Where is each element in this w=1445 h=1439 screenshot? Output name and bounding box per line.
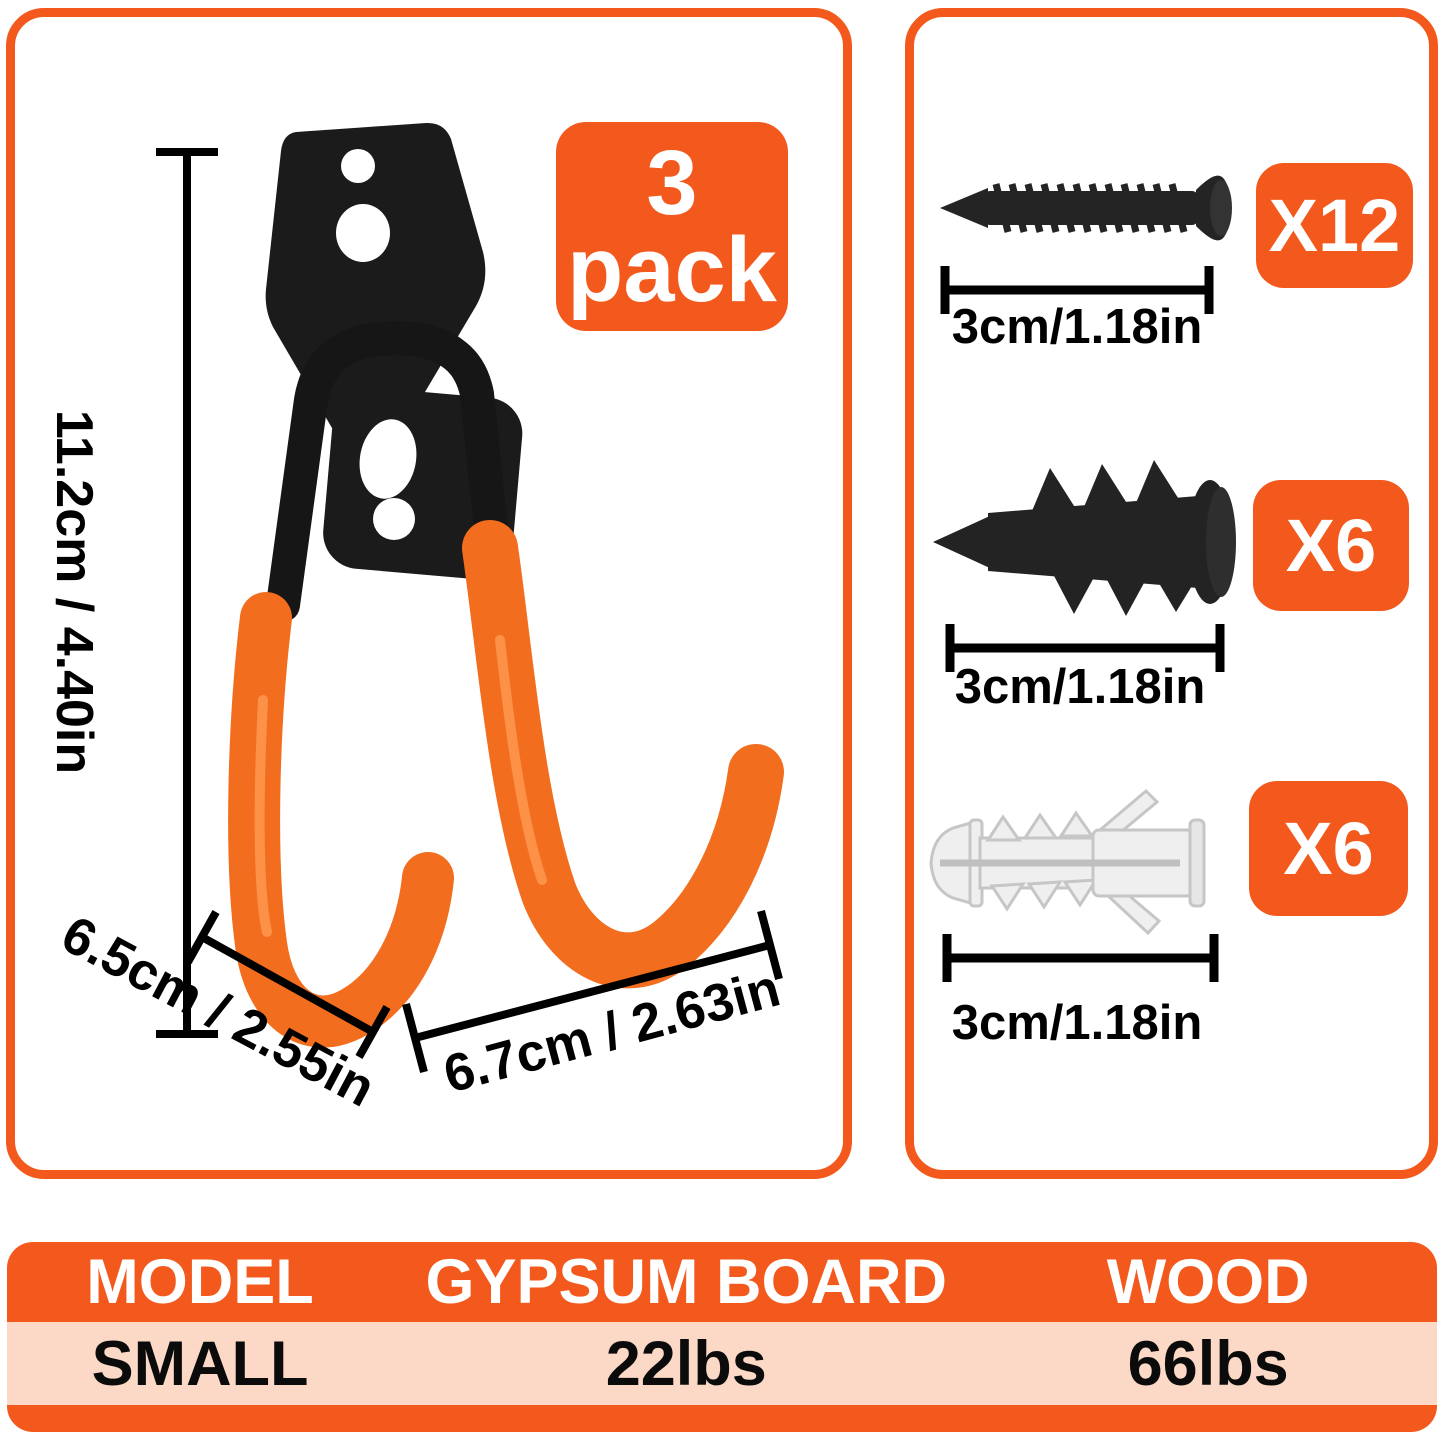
expansion-anchor-quantity-badge: X6: [1249, 781, 1408, 916]
cell-wood-capacity: 66lbs: [1127, 1328, 1289, 1399]
screw-quantity-badge: X12: [1256, 163, 1413, 288]
header-wood: WOOD: [1106, 1247, 1310, 1317]
pack-count-word: pack: [567, 218, 777, 321]
load-capacity-table: MODEL GYPSUM BOARD WOOD SMALL 22lbs 66lb…: [7, 1242, 1437, 1432]
table-data-row: SMALL 22lbs 66lbs: [7, 1322, 1437, 1405]
screw-length-label: 3cm/1.18in: [951, 300, 1203, 354]
expansion-anchor-length-label: 3cm/1.18in: [951, 996, 1203, 1050]
drywall-anchor-length-label: 3cm/1.18in: [954, 660, 1206, 714]
cell-gypsum-capacity: 22lbs: [605, 1328, 767, 1399]
hook-height-dimension: 11.2cm / 4.40in: [45, 409, 103, 775]
drywall-anchor-quantity-badge: X6: [1253, 480, 1409, 611]
header-gypsum-board: GYPSUM BOARD: [425, 1247, 948, 1317]
pack-count-badge: 3 pack: [556, 122, 788, 331]
table-header-row: MODEL GYPSUM BOARD WOOD: [7, 1242, 1437, 1322]
header-model: MODEL: [86, 1247, 314, 1317]
cell-model-value: SMALL: [91, 1328, 309, 1399]
pack-count-number: 3: [646, 132, 698, 235]
